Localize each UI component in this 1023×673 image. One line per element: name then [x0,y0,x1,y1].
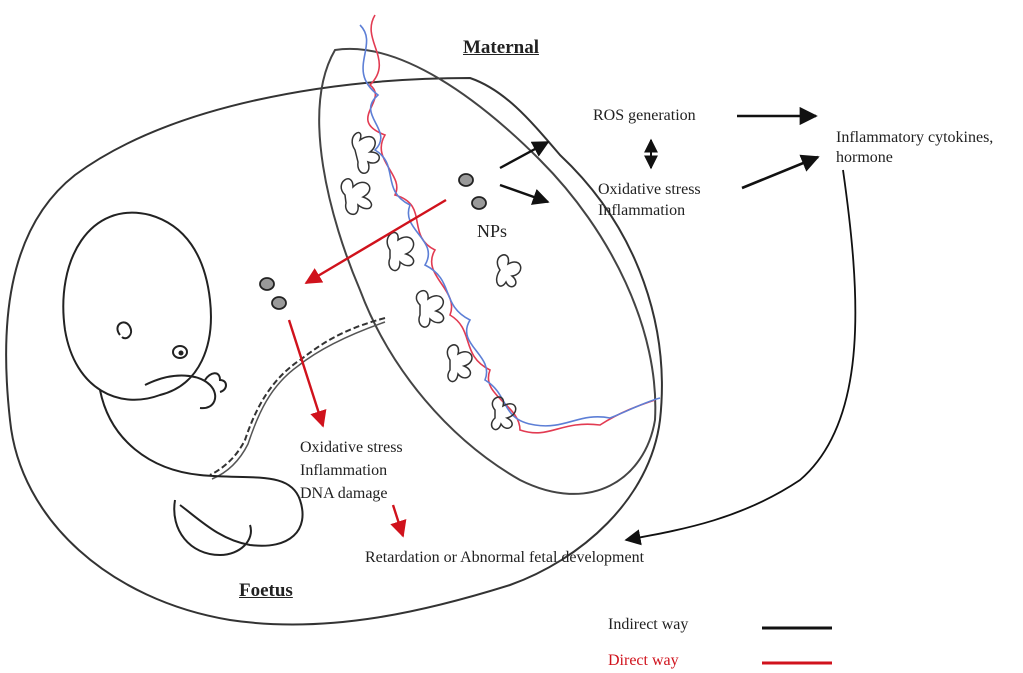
fetal-oxidative-stress-label: Oxidative stress [300,437,403,458]
fetal-dna-damage-label: DNA damage [300,483,388,504]
cytokines-label-line2: hormone [836,147,893,168]
outcome-label: Retardation or Abnormal fetal developmen… [365,547,644,568]
nanoparticles-maternal [459,174,486,209]
maternal-oxidative-stress-label: Oxidative stress [598,179,701,200]
arrow-fetal-nps-to-damage [289,320,323,426]
fetus-body [100,390,303,546]
legend-direct-label: Direct way [608,650,679,671]
foetus-title: Foetus [239,580,293,601]
nps-label: NPs [477,221,507,242]
arrow-nps-to-ros [500,142,548,168]
nanoparticles-fetal [260,278,286,309]
legend-indirect-label: Indirect way [608,614,688,635]
fetal-inflammation-label: Inflammation [300,460,387,481]
fetus-pupil [179,351,184,356]
fetus-head [63,213,211,400]
placental-villi [341,133,521,430]
maternal-title: Maternal [463,37,539,58]
arrow-stress-to-cytokines [742,157,818,188]
cytokines-label-line1: Inflammatory cytokines, [836,127,993,148]
arrow-nps-to-maternal-stress [500,185,548,202]
fetus-arm [145,376,215,409]
ros-generation-label: ROS generation [593,105,696,126]
arrow-damage-to-outcome [393,505,403,536]
fetus-figure [63,213,302,555]
fetus-ear [117,322,131,338]
uterus-outline [6,78,662,625]
maternal-inflammation-label: Inflammation [598,200,685,221]
